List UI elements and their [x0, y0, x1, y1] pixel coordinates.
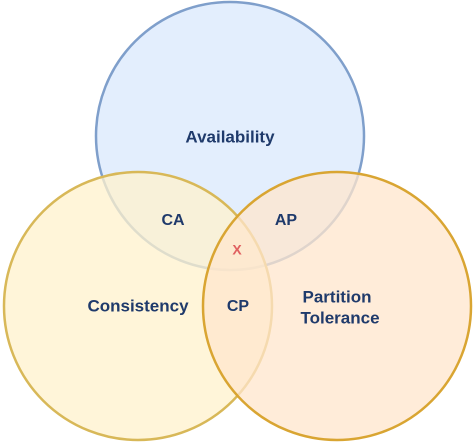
partition-label-line2: Tolerance — [300, 308, 379, 327]
ca-intersection-label: CA — [161, 212, 185, 229]
availability-label: Availability — [185, 127, 275, 146]
partition-label-line1: Partition — [303, 287, 372, 306]
center-x-mark: X — [232, 242, 242, 258]
ap-intersection-label: AP — [275, 212, 298, 229]
cp-intersection-label: CP — [227, 298, 250, 315]
partition-tolerance-circle — [201, 170, 473, 442]
consistency-label: Consistency — [87, 296, 189, 315]
